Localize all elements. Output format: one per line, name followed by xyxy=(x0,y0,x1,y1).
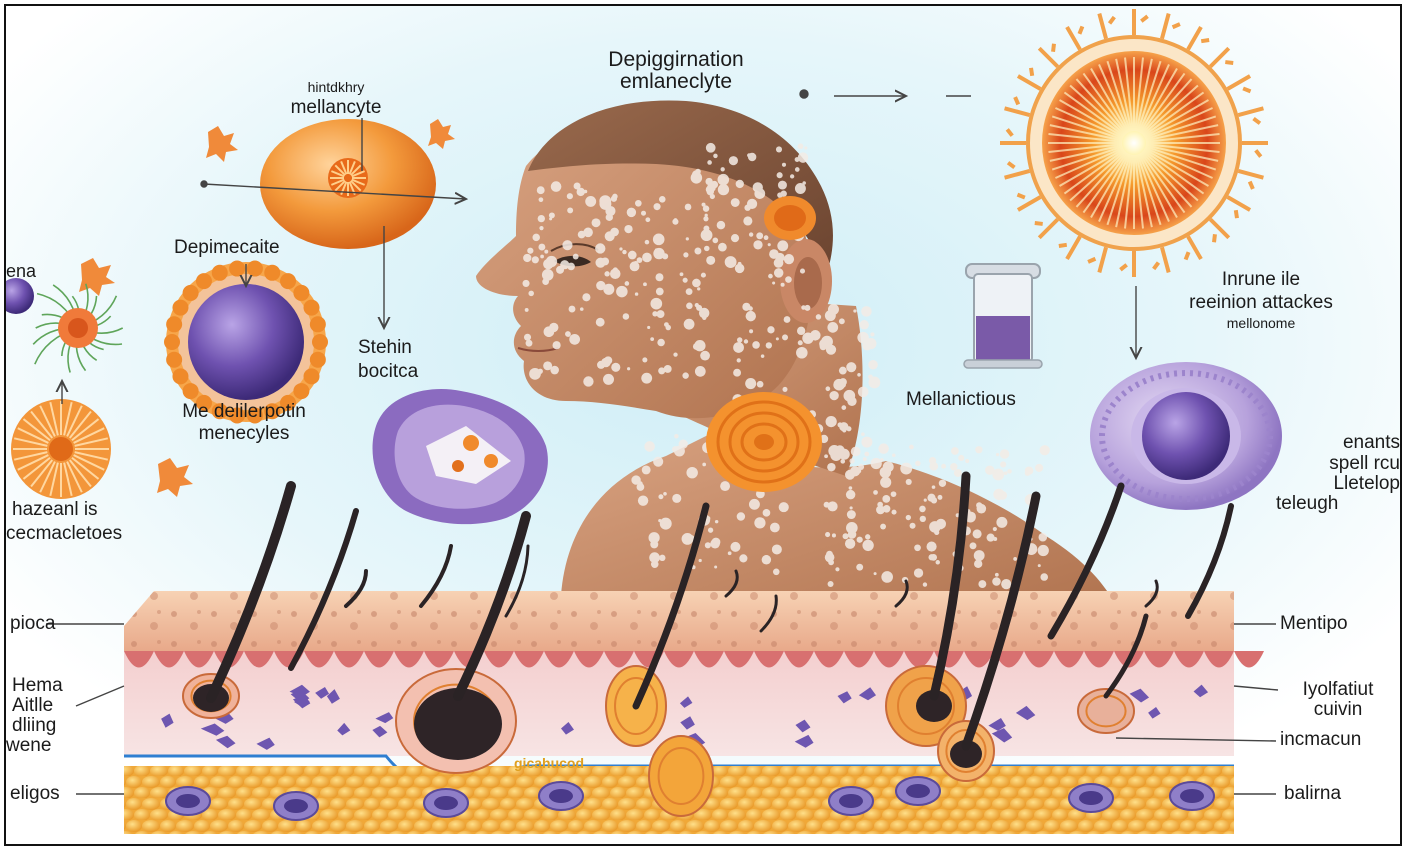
label-depimecaite: Depimecaite xyxy=(174,238,280,259)
title-line-2: emlaneclyte xyxy=(558,70,794,93)
label-mentipo: Mentipo xyxy=(1280,614,1348,635)
label-inrune-2: reeinion attackes xyxy=(1156,293,1366,314)
label-hazeanl-2: cecmacletoes xyxy=(6,524,122,545)
label-ena: ena xyxy=(6,262,36,282)
radiating-cell xyxy=(1000,9,1268,277)
label-enants-1: enants xyxy=(1266,433,1400,454)
orange-lesion-head xyxy=(764,196,816,240)
label-hema-1: Hema xyxy=(12,676,63,697)
label-stehin-1: Stehin xyxy=(358,338,412,359)
label-inrune-3: mellonome xyxy=(1156,316,1366,331)
label-hintdkhry: hintdkhry xyxy=(256,80,416,95)
label-me-deli-1: Me delilerpotin xyxy=(134,402,354,423)
title-line-1: Depiggirnation xyxy=(558,48,794,71)
melanosome-disc xyxy=(11,399,111,499)
label-eligos: eligos xyxy=(10,784,60,805)
melanocyte-cell-top xyxy=(260,119,436,249)
label-stehin-2: bocitca xyxy=(358,362,418,383)
test-tube xyxy=(964,264,1042,368)
label-iyolfatiut-1: Iyolfatiut xyxy=(1276,680,1400,701)
label-enants-4: teleugh xyxy=(1276,494,1338,515)
label-gicahucod: gicahucod xyxy=(514,756,584,771)
label-incmacun: incmacun xyxy=(1280,730,1361,751)
label-hema-3: dliing xyxy=(12,716,56,737)
label-mellanictious: Mellanictious xyxy=(906,390,1016,411)
label-hema-2: Aitlle xyxy=(12,696,53,717)
label-pioca: pioca xyxy=(10,614,55,635)
label-balirna: balirna xyxy=(1284,784,1341,805)
label-hema-4: wene xyxy=(6,736,51,757)
label-iyolfatiut-2: cuivin xyxy=(1276,700,1400,721)
label-me-deli-2: menecyles xyxy=(134,424,354,445)
label-enants-2: spell rcu xyxy=(1266,454,1400,475)
concentric-lesion-neck xyxy=(706,392,822,492)
label-hazeanl-1: hazeanl is xyxy=(12,500,98,521)
figure-frame: Depiggirnation emlaneclyte hintdkhry mel… xyxy=(4,4,1402,846)
label-inrune-1: Inrune ile xyxy=(1156,270,1366,291)
label-enants-3: Lletelop xyxy=(1266,474,1400,495)
label-mellancyte: mellancyte xyxy=(246,98,426,119)
